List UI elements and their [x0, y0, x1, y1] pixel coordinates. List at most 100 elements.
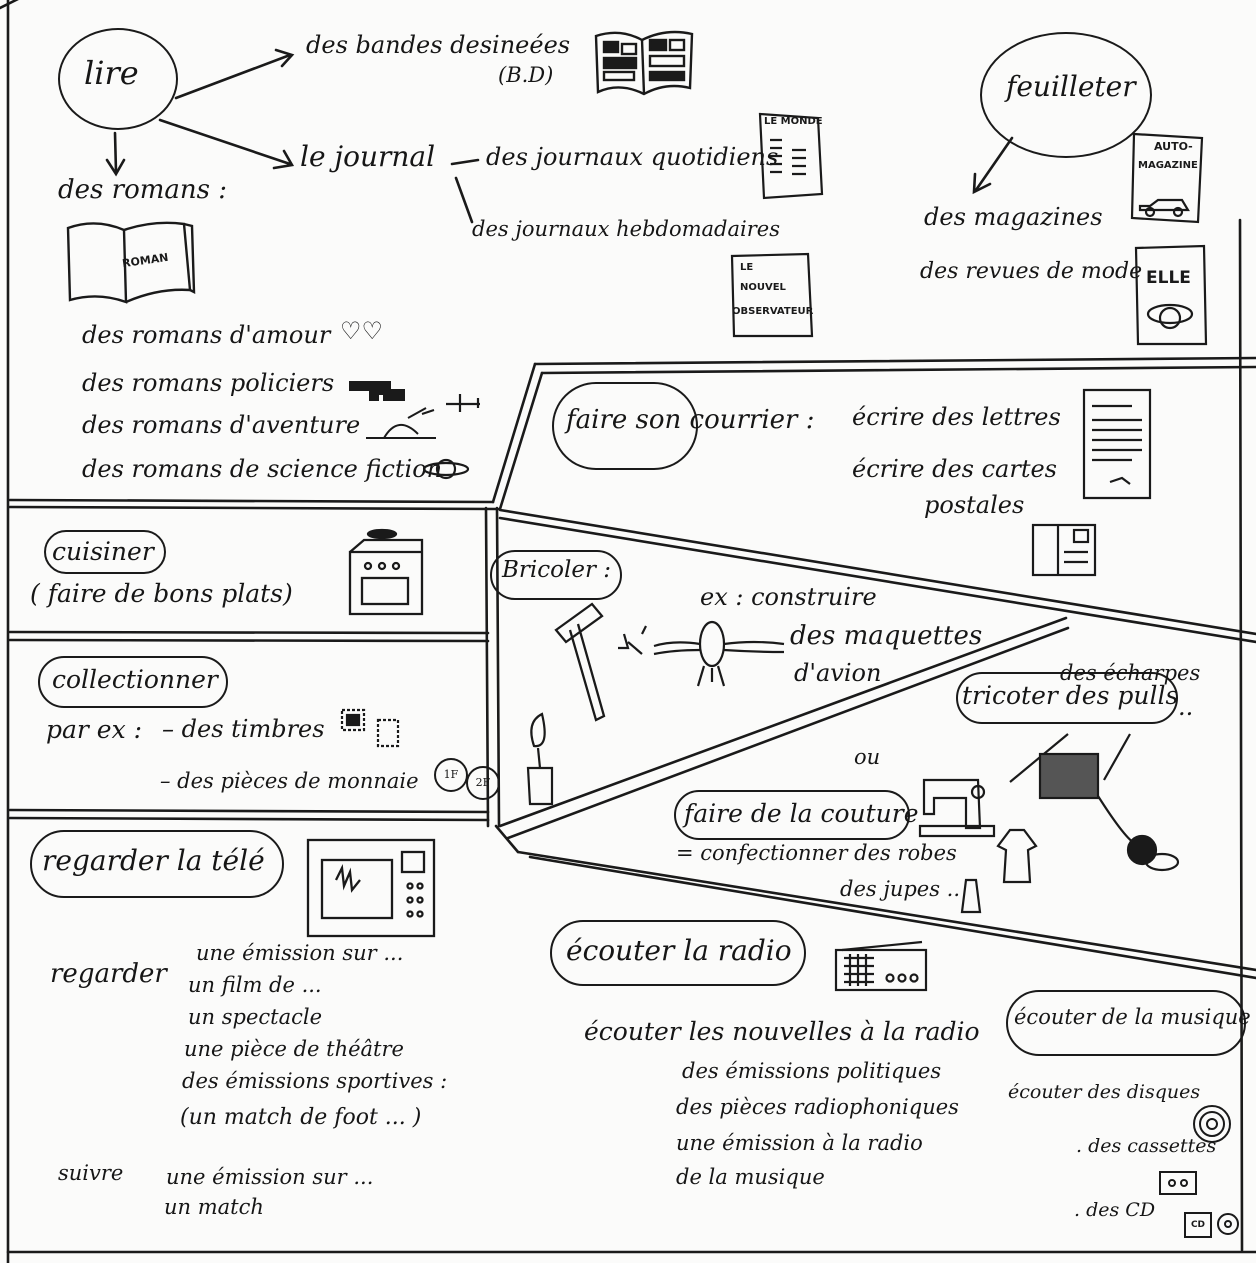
le-monde-text: LE MONDE	[764, 116, 823, 127]
disques-label: écouter des disques	[1008, 1081, 1201, 1103]
nouvel-obs-line1: LE	[740, 262, 754, 273]
tele-item-4: une pièce de théâtre	[184, 1037, 404, 1061]
radio-icon	[834, 940, 928, 992]
hebdo-label: des journaux hebdomadaires	[472, 217, 780, 241]
musique-oval	[1006, 990, 1246, 1056]
lamp-icon	[526, 712, 554, 806]
couture-title: faire de la couture	[684, 799, 919, 828]
cd-case-icon: CD	[1184, 1212, 1212, 1238]
bricoler-title: Bricoler :	[502, 557, 612, 583]
auto-magazine-text1: AUTO-	[1154, 140, 1193, 153]
dress-icon	[996, 828, 1038, 884]
coin-1f-text: 1F	[443, 768, 459, 781]
journal-label: le journal	[300, 140, 436, 173]
romans-sf: des romans de science fiction	[82, 455, 443, 483]
tele-item-3: un spectacle	[188, 1005, 322, 1029]
radio-oval	[550, 920, 806, 986]
stamp-icon	[340, 708, 400, 748]
tele-title: regarder la télé	[42, 844, 265, 877]
tricoter-oval	[956, 672, 1178, 724]
comic-book-icon	[594, 30, 694, 96]
maquettes-label: des maquettes	[790, 621, 983, 651]
nouvel-observateur-icon	[730, 252, 814, 338]
avion-label: d'avion	[794, 659, 882, 687]
timbres-label: – des timbres	[162, 715, 325, 743]
lire-bubble	[58, 28, 178, 130]
romans-amour: des romans d'amour	[82, 321, 331, 349]
courrier-title: faire son courrier :	[566, 405, 815, 435]
coin-2f-text: 2F	[475, 776, 491, 789]
cassette-icon	[1159, 1171, 1197, 1195]
romans-policiers: des romans policiers	[82, 369, 335, 397]
skirt-icon	[960, 878, 982, 914]
record-disc-icon	[1193, 1105, 1231, 1143]
radio-title: écouter la radio	[566, 934, 792, 967]
magazines-label: des magazines	[924, 203, 1103, 231]
feuilleter-bubble	[980, 32, 1152, 158]
cuisiner-oval	[44, 530, 166, 574]
radio-item-4: une émission à la radio	[676, 1131, 923, 1155]
courrier-oval	[552, 382, 698, 470]
radio-item-2: des émissions politiques	[682, 1059, 942, 1083]
auto-magazine-text2: MAGAZINE	[1138, 160, 1198, 171]
bd-label: des bandes desineées	[306, 31, 571, 59]
tele-oval	[30, 830, 284, 898]
auto-magazine-icon	[1130, 132, 1204, 224]
lettres-label: écrire des lettres	[852, 403, 1061, 431]
tricoter-title: tricoter des pulls	[962, 681, 1179, 710]
elle-magazine-icon	[1134, 244, 1208, 346]
cartes-label-2: postales	[924, 491, 1025, 519]
couture-oval	[674, 790, 910, 840]
planet-icon	[422, 458, 470, 480]
elle-text: ELLE	[1146, 268, 1191, 288]
lire-title: lire	[84, 54, 139, 92]
model-airplane-icon	[618, 620, 785, 687]
cd-label: . des CD	[1074, 1199, 1156, 1221]
pieces-label: – des pièces de monnaie	[160, 769, 419, 793]
cuisiner-title: cuisiner	[52, 537, 154, 566]
jupes-label: des jupes ..	[840, 877, 961, 901]
hammer-icon	[554, 602, 606, 722]
suivre-label: suivre	[58, 1161, 124, 1185]
sewing-machine-icon	[918, 778, 996, 838]
newspaper-le-monde-icon	[758, 112, 824, 200]
stove-icon	[348, 528, 424, 616]
gun-icon	[349, 381, 405, 401]
tele-item-6: (un match de foot ... )	[180, 1105, 422, 1130]
coin-2f: 2F	[466, 766, 500, 800]
cd-case-text: CD	[1190, 1220, 1206, 1230]
confectionner-label: = confectionner des robes	[676, 841, 957, 865]
ou-label: ou	[854, 745, 881, 769]
cd-disc-icon	[1217, 1213, 1239, 1235]
cassettes-label: . des cassettes	[1076, 1135, 1217, 1157]
nouvel-obs-line2: NOUVEL	[740, 282, 786, 293]
regarder-label: regarder	[50, 959, 167, 989]
television-icon	[306, 838, 436, 938]
tricoter-dots: ..	[1178, 693, 1194, 721]
suivre-item-2: un match	[164, 1195, 264, 1219]
letter-icon	[1082, 388, 1152, 500]
airplane-small-icon	[446, 394, 480, 412]
radio-item-3: des pièces radiophoniques	[676, 1095, 959, 1119]
suivre-item-1: une émission sur ...	[166, 1165, 374, 1189]
romans-label: des romans :	[58, 175, 227, 205]
bricoler-oval	[490, 550, 622, 600]
postcard-icon	[1031, 523, 1097, 577]
collectionner-title: collectionner	[52, 665, 218, 694]
revues-label: des revues de mode	[920, 259, 1143, 284]
tele-item-2: un film de ...	[188, 973, 322, 997]
romans-aventure: des romans d'aventure	[82, 411, 361, 439]
echarpes-label: des écharpes	[1060, 661, 1201, 685]
adventure-scene-icon	[366, 407, 436, 439]
nouvel-obs-line3: OBSERVATEUR	[732, 306, 814, 317]
coin-1f: 1F	[434, 758, 468, 792]
knitting-icon	[1009, 733, 1180, 872]
feuilleter-title: feuilleter	[1006, 70, 1136, 103]
tele-item-5: des émissions sportives :	[182, 1069, 448, 1093]
hearts-icon: ♡♡	[340, 317, 384, 345]
musique-title: écouter de la musique	[1014, 1005, 1251, 1029]
bd-abbr: (B.D)	[498, 63, 554, 87]
cuisiner-sub: ( faire de bons plats)	[30, 579, 293, 608]
